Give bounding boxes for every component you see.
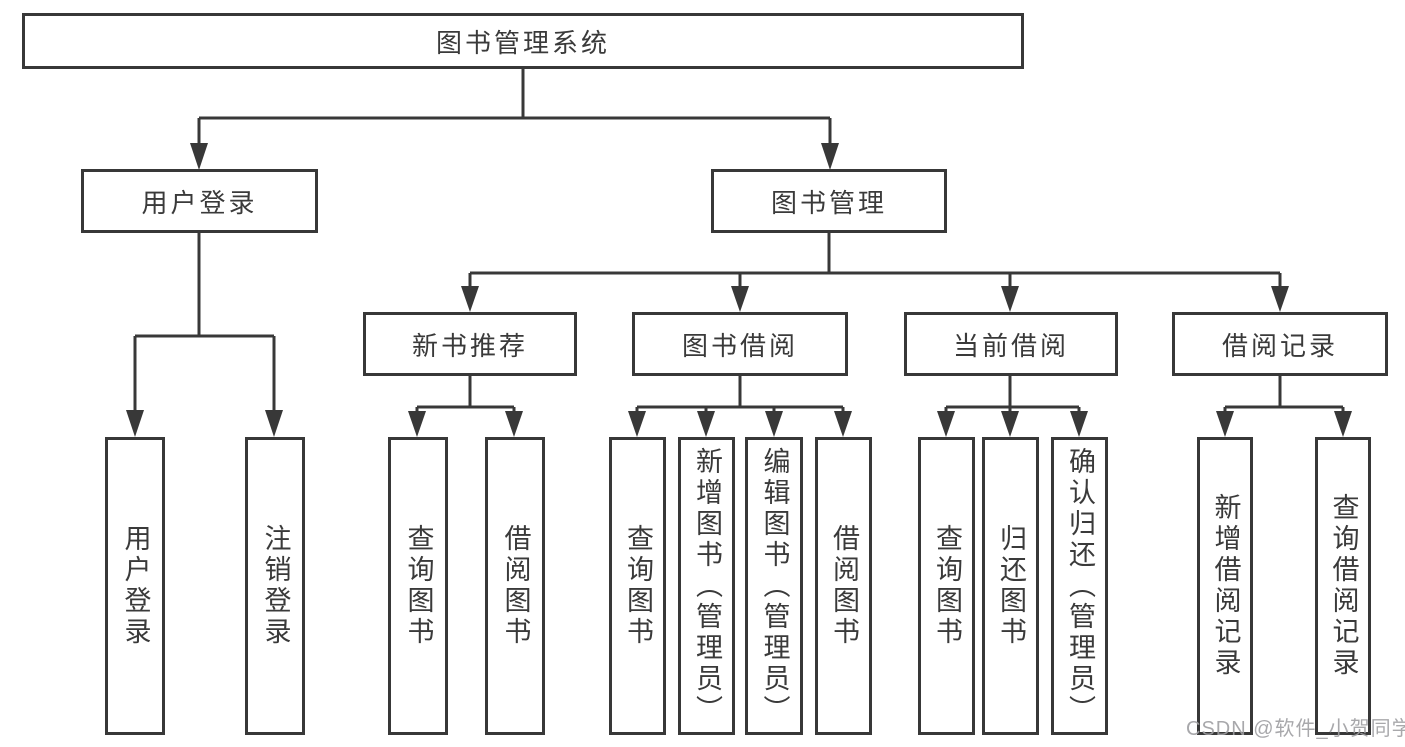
- leaf-add-books-admin: 新增图书（管理员）: [678, 437, 735, 735]
- leaf-user-login: 用户登录: [105, 437, 165, 735]
- leaf-edit-books-admin: 编辑图书（管理员）: [745, 437, 803, 735]
- leaf-recommend-query-books: 查询图书: [388, 437, 448, 735]
- leaf-confirm-return-admin: 确认归还（管理员）: [1051, 437, 1108, 735]
- leaf-current-query-books: 查询图书: [918, 437, 975, 735]
- node-user-login: 用户登录: [81, 169, 318, 233]
- leaf-borrowing-query-books: 查询图书: [609, 437, 666, 735]
- leaf-return-books: 归还图书: [982, 437, 1039, 735]
- node-borrowing-records: 借阅记录: [1172, 312, 1388, 376]
- leaf-logout: 注销登录: [245, 437, 305, 735]
- leaf-query-borrow-record: 查询借阅记录: [1315, 437, 1371, 735]
- leaf-borrowing-borrow-books: 借阅图书: [815, 437, 872, 735]
- node-library-management-system: 图书管理系统: [22, 13, 1024, 69]
- arrowheads: [126, 143, 1352, 437]
- leaf-add-borrow-record: 新增借阅记录: [1197, 437, 1253, 735]
- node-book-management: 图书管理: [711, 169, 947, 233]
- node-new-book-recommendation: 新书推荐: [363, 312, 577, 376]
- node-current-borrowing: 当前借阅: [904, 312, 1118, 376]
- leaf-recommend-borrow-books: 借阅图书: [485, 437, 545, 735]
- csdn-watermark: CSDN @软件_小贺同学: [1186, 718, 1405, 740]
- node-book-borrowing: 图书借阅: [632, 312, 848, 376]
